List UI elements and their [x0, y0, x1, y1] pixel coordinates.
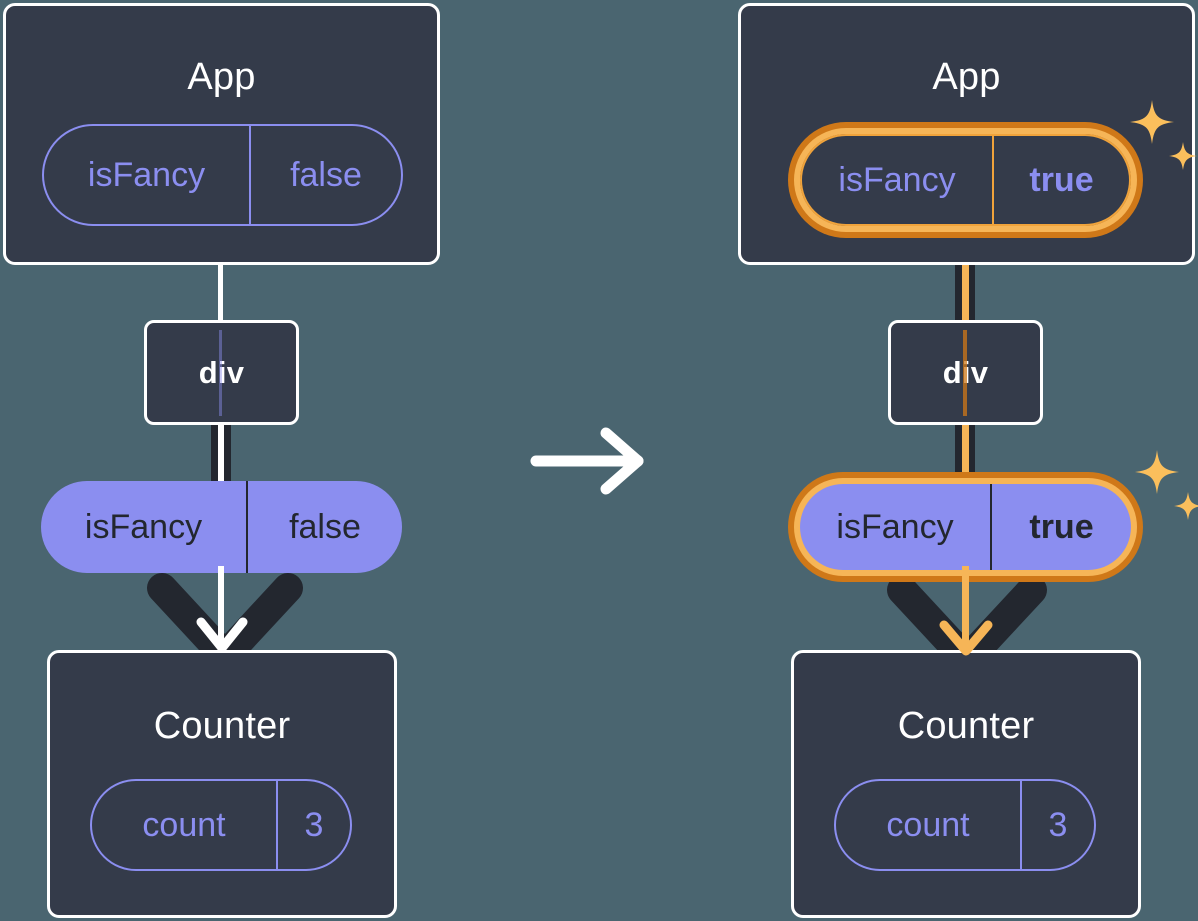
after-app-sparkle-icon: [1130, 100, 1197, 170]
before-div-title: div: [198, 355, 245, 390]
after-props-sparkle-icon: [1135, 450, 1198, 520]
after-rail-orange-upper: [962, 423, 969, 491]
before-counter-state-value: 3: [276, 781, 350, 869]
before-app-prop-key: isFancy: [87, 156, 206, 194]
before-counter-title: Counter: [153, 705, 291, 747]
after-app-prop-value: true: [992, 136, 1129, 224]
after-connector-orange-app-to-div: [962, 222, 969, 327]
after-counter-title: Counter: [897, 705, 1035, 747]
after-props-pill-value: true: [990, 484, 1131, 570]
after-div-internal-line: [963, 330, 967, 416]
before-props-pill-key: isFancy: [84, 508, 203, 546]
before-rail-white-upper: [218, 423, 224, 488]
after-props-pill-key: isFancy: [836, 508, 954, 546]
before-rail-white-lower: [218, 566, 224, 641]
before-connector-app-to-div: [218, 262, 223, 322]
after-counter-state-key: count: [886, 806, 970, 844]
after-props-pill: isFancy true: [800, 484, 1131, 570]
before-app-prop-value: false: [249, 126, 401, 224]
after-app-title: App: [932, 56, 1001, 98]
after-arrow-orange: [939, 620, 993, 656]
before-props-pill: isFancy false: [41, 481, 402, 573]
after-rail-orange-lower: [962, 566, 969, 644]
before-counter-box: Counter: [47, 650, 397, 918]
after-counter-state-value: 3: [1020, 781, 1094, 869]
before-arrow-white: [196, 617, 248, 653]
before-counter-state-key: count: [142, 806, 226, 844]
before-app-title: App: [187, 56, 256, 98]
before-div-box: div: [144, 320, 299, 425]
before-props-pill-value: false: [246, 481, 402, 573]
before-app-prop-pill: isFancy false: [42, 124, 403, 226]
transition-arrow-right-icon: [530, 427, 644, 495]
before-counter-state-pill: count 3: [90, 779, 352, 871]
before-div-internal-line: [219, 330, 222, 416]
after-app-prop-key: isFancy: [838, 161, 956, 199]
after-app-prop-pill: isFancy true: [800, 134, 1131, 226]
after-counter-state-pill: count 3: [834, 779, 1096, 871]
